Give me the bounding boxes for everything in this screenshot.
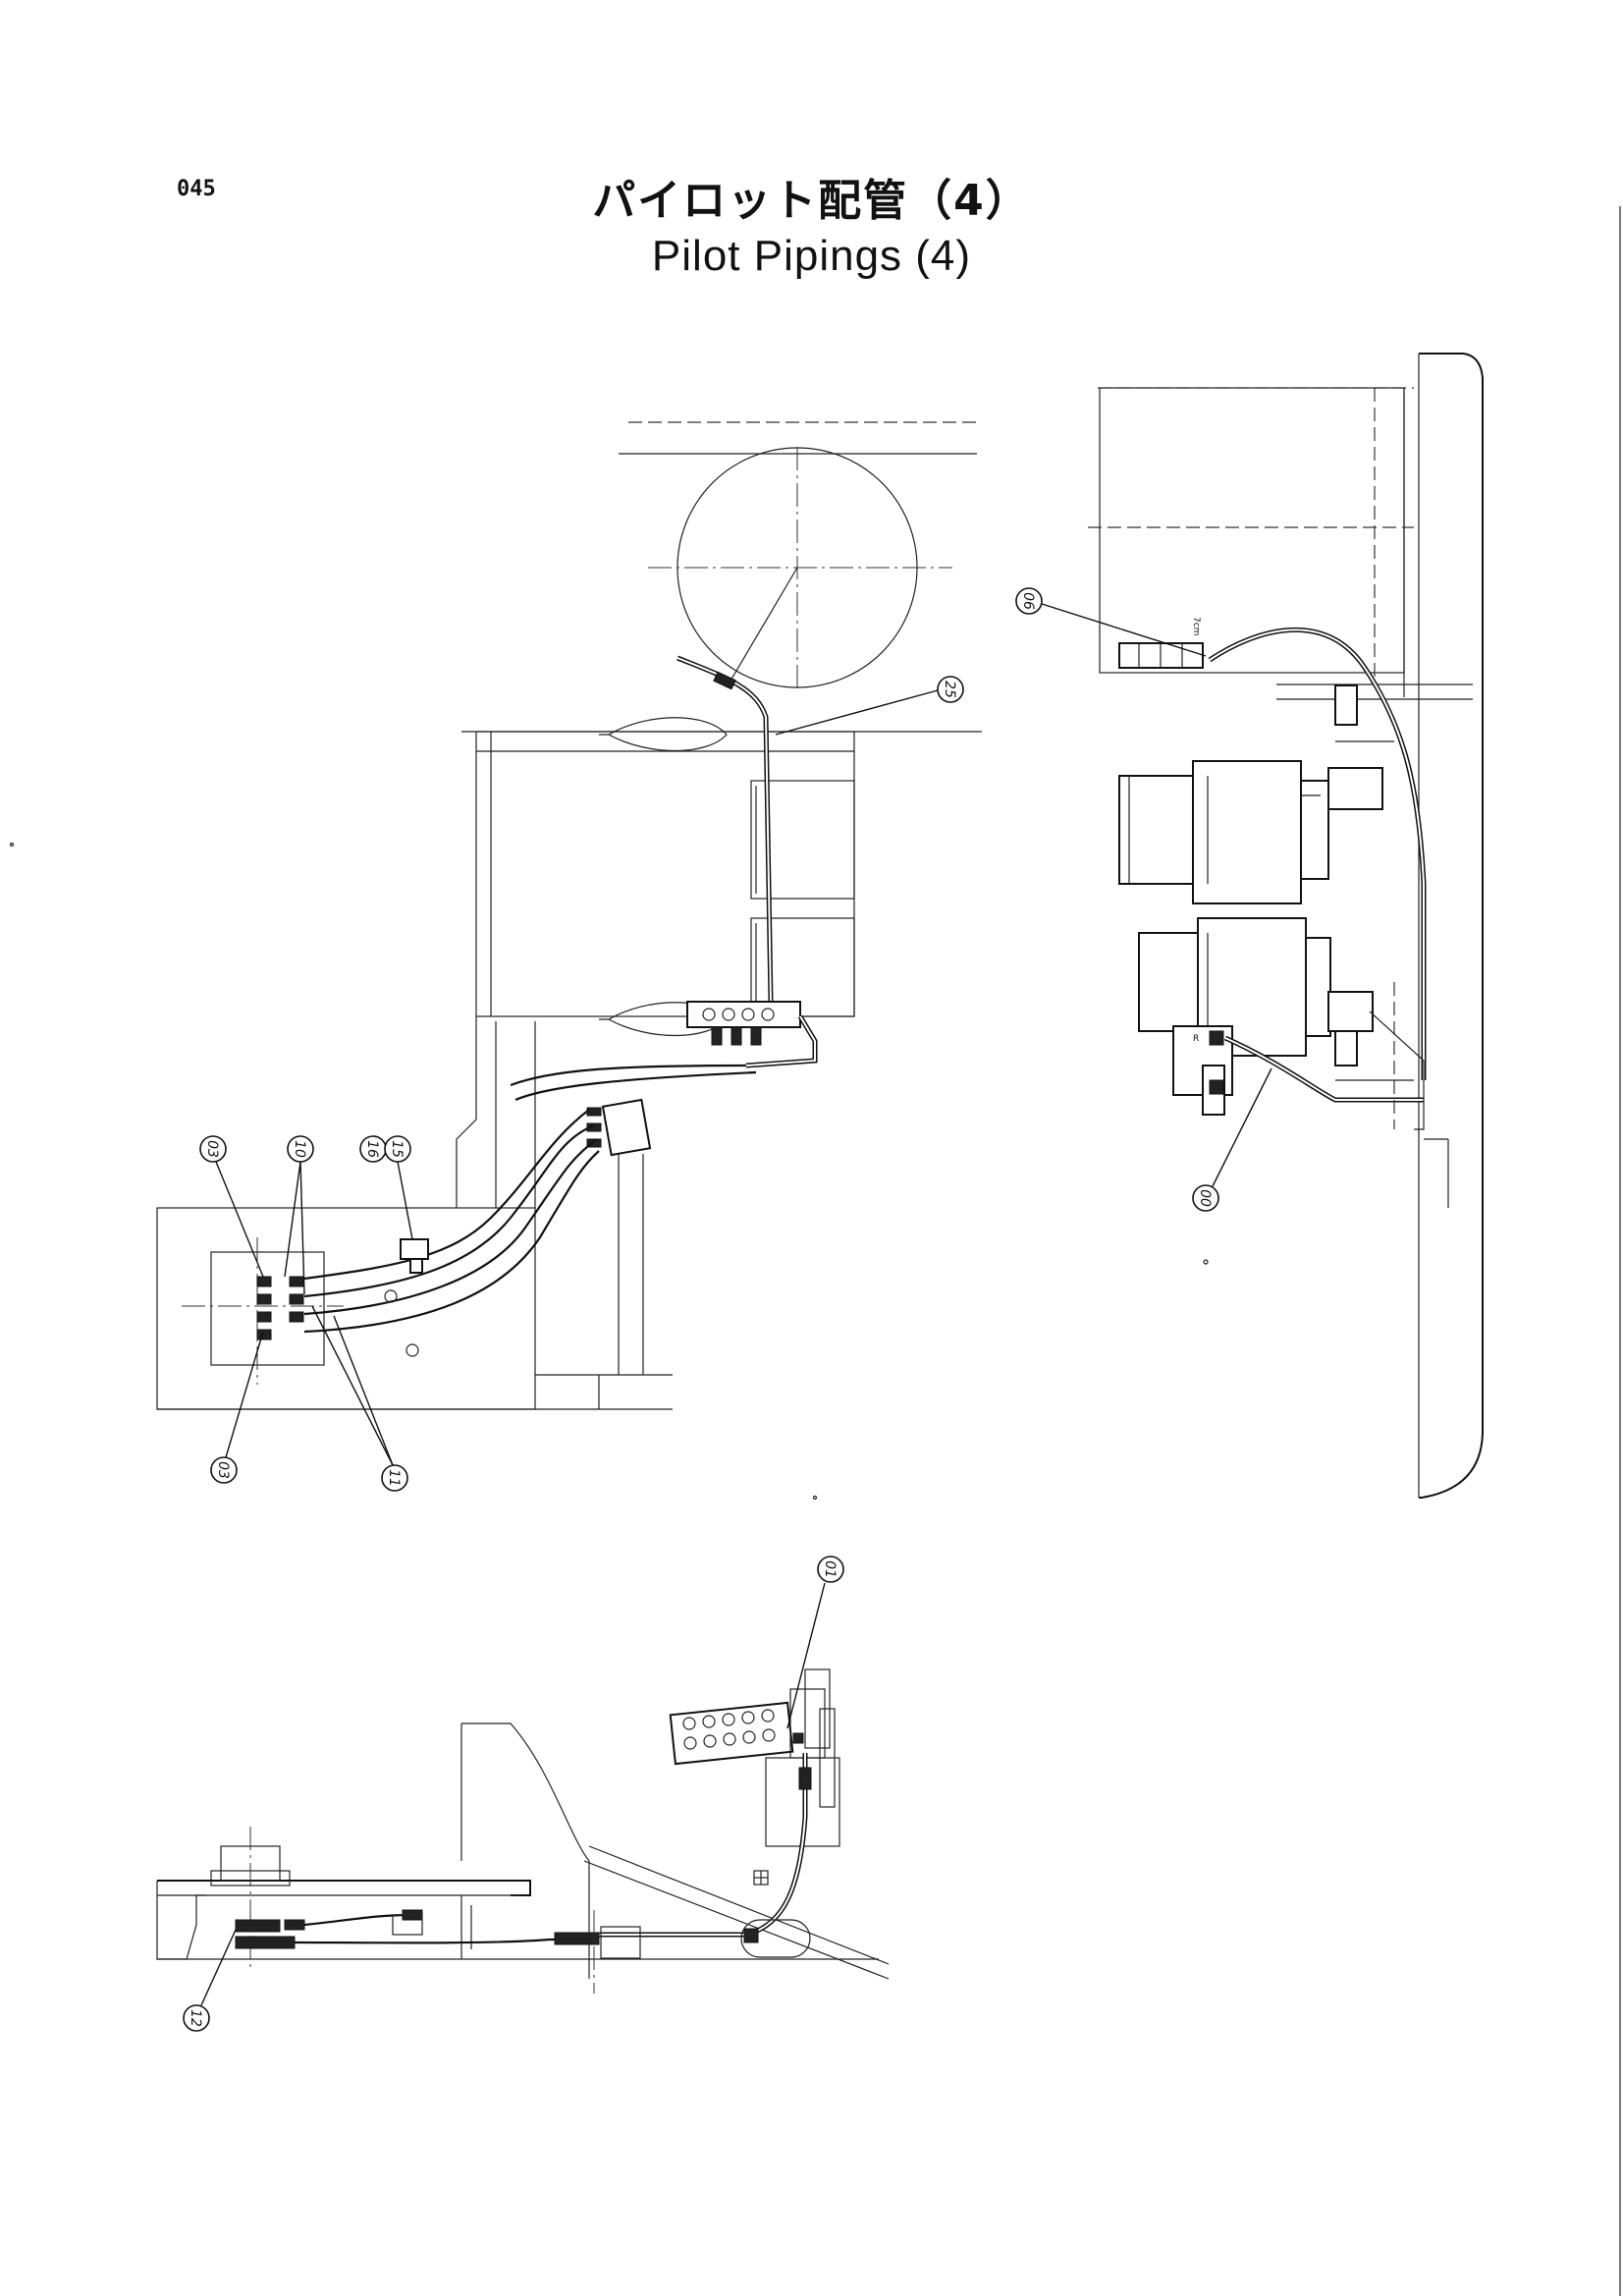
bottom-view: 01 12 — [156, 1556, 890, 2032]
callout-00: 00 — [1197, 1189, 1213, 1207]
callout-06: 06 — [1020, 592, 1036, 610]
page-number: 045 — [177, 177, 216, 201]
svg-text:7cm: 7cm — [1191, 617, 1201, 635]
page-title-japanese: パイロット配管（4） — [592, 176, 1031, 226]
right-view: 7cm 06 R — [1015, 353, 1484, 1499]
callout-10: 10 — [292, 1140, 307, 1158]
callout-03-top: 03 — [204, 1140, 220, 1158]
page-title-english: Pilot Pipings (4) — [651, 232, 972, 280]
middle-view: 25 — [9, 421, 982, 1501]
svg-text:R: R — [1193, 1034, 1199, 1044]
callout-25: 25 — [942, 681, 957, 698]
callout-03-bottom: 03 — [215, 1461, 231, 1479]
callout-11: 11 — [386, 1469, 402, 1487]
callout-12: 12 — [188, 2009, 203, 2027]
callout-16: 16 — [364, 1140, 380, 1158]
callout-15: 15 — [389, 1140, 405, 1158]
callout-01: 01 — [822, 1560, 838, 1578]
